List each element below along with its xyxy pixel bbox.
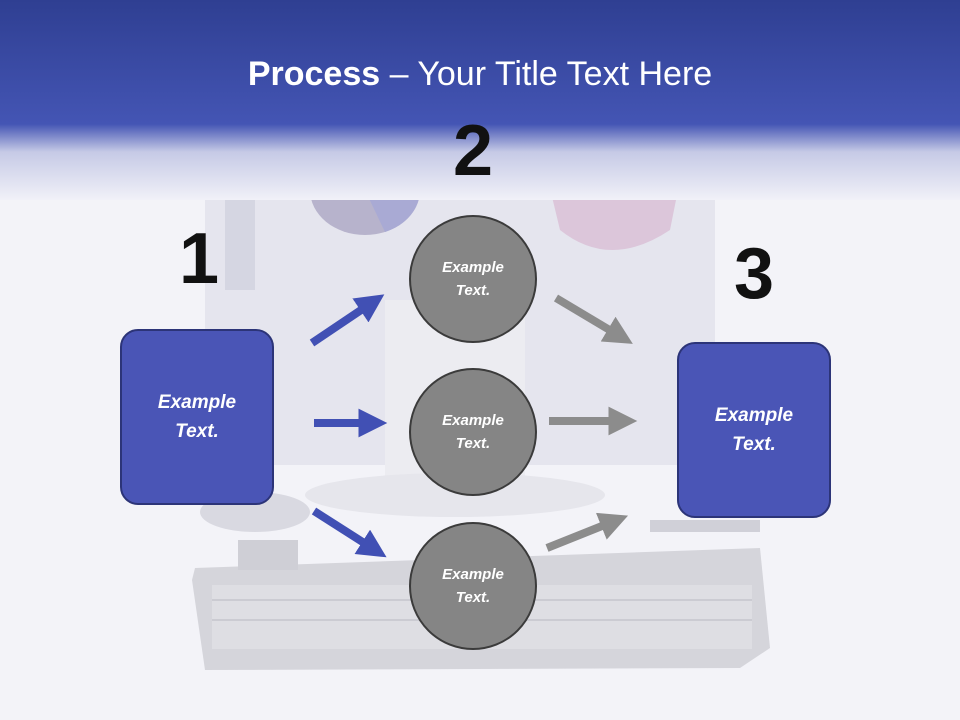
- header-band: [0, 0, 960, 200]
- step-number-3: 3: [733, 234, 775, 314]
- arrow-1-to-top: [309, 294, 385, 347]
- step-1-box[interactable]: Example Text.: [120, 329, 274, 505]
- circle-bottom-line-2: Text.: [455, 589, 491, 606]
- circle-middle-line-1: Example: [442, 412, 504, 429]
- circle-middle-line-2: Text.: [455, 435, 491, 452]
- step-1-line-1: Example: [157, 392, 237, 413]
- slide-title: Process – Your Title Text Here: [0, 52, 960, 96]
- arrow-bottom-to-3: [545, 512, 629, 552]
- step-3-box[interactable]: Example Text.: [677, 342, 831, 518]
- circle-bottom-line-1: Example: [442, 566, 504, 583]
- arrow-top-to-3: [553, 294, 633, 344]
- circle-top-line-2: Text.: [455, 282, 491, 299]
- circle-top-line-1: Example: [442, 259, 504, 276]
- step-number-2: 2: [452, 111, 494, 191]
- step-3-line-2: Text.: [732, 434, 776, 455]
- step-1-line-2: Text.: [175, 421, 219, 442]
- circle-top[interactable]: Example Text.: [409, 215, 537, 343]
- arrow-1-to-bottom: [311, 507, 387, 558]
- title-rest: – Your Title Text Here: [380, 55, 713, 93]
- circle-bottom[interactable]: Example Text.: [409, 522, 537, 650]
- circle-middle[interactable]: Example Text.: [409, 368, 537, 496]
- title-bold: Process: [247, 55, 381, 93]
- step-3-line-1: Example: [714, 405, 794, 426]
- step-number-1: 1: [178, 219, 220, 299]
